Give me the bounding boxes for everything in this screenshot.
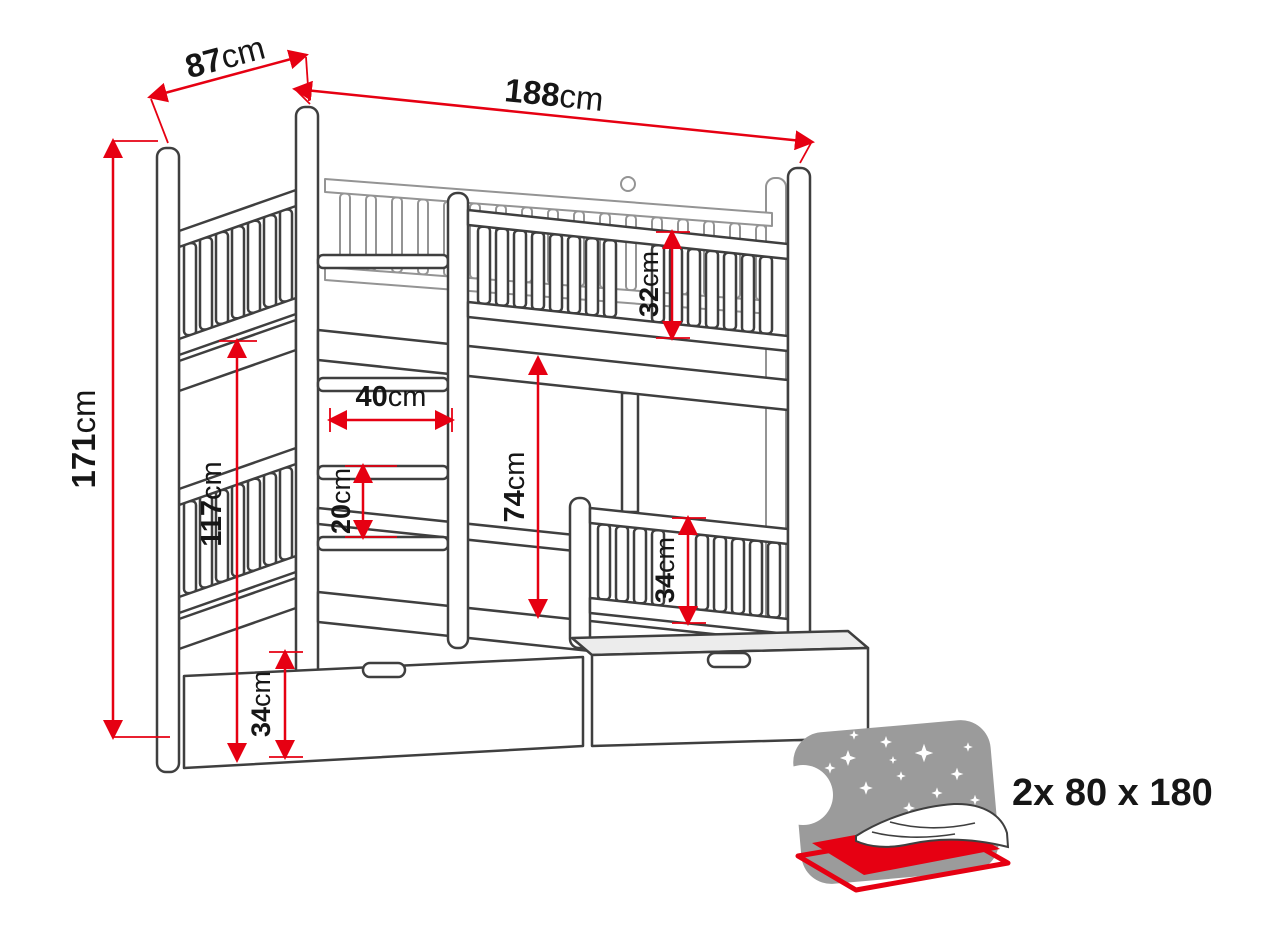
dimension-side-rail: 34cm <box>650 515 706 626</box>
dim-width-label: 188cm <box>503 71 605 118</box>
moon-crescent <box>773 765 833 825</box>
front-left-post <box>155 146 181 774</box>
dimension-drawer-height: 34cm <box>246 649 303 760</box>
duvet-fold <box>871 831 956 838</box>
top-bunk-guard <box>466 208 790 353</box>
bed-posts-left <box>155 105 320 774</box>
dimension-height: 171cm <box>65 138 170 740</box>
dimension-rung-spacing: 20cm <box>326 463 397 540</box>
ladder-rung <box>316 253 450 270</box>
headboard-panels <box>177 188 298 651</box>
left-drawer-handle <box>361 661 407 679</box>
dim-bunk-height-label: 117cm <box>196 461 228 546</box>
back-guard-upper-rail <box>324 178 773 227</box>
dimension-clearance: 74cm <box>499 355 548 619</box>
dim-side-rail-label: 34cm <box>650 537 680 603</box>
duvet-fold <box>889 821 976 829</box>
right-drawer-handle <box>706 651 752 669</box>
mattress-night-sky-icon <box>773 720 1011 893</box>
bed-drawing <box>155 105 870 774</box>
dimension-ladder-width: 40cm <box>327 381 455 432</box>
dimension-width: 188cm <box>292 71 815 164</box>
bottom-guard-post <box>568 496 592 650</box>
bottom-bunk-guard <box>568 496 790 650</box>
mid-support <box>620 391 640 514</box>
dimension-top-rail: 32cm <box>634 229 690 341</box>
ladder-rung <box>316 535 450 552</box>
dim-height-label: 171cm <box>65 389 102 488</box>
dim-ladder-width-label: 40cm <box>356 381 427 413</box>
dim-clearance-label: 74cm <box>499 452 531 523</box>
back-left-post <box>294 105 320 762</box>
dim-drawer-height-label: 34cm <box>246 671 276 737</box>
dimension-depth: 87cm <box>147 29 310 144</box>
dim-rung-spacing-label: 20cm <box>326 468 356 534</box>
hook-detail <box>620 176 636 192</box>
dim-top-rail-label: 32cm <box>634 251 664 317</box>
mattress-info: 2x 80 x 180 <box>773 720 1213 893</box>
dimension-bunk-height: 117cm <box>196 338 257 763</box>
mattress-size-label: 2x 80 x 180 <box>1012 772 1213 814</box>
